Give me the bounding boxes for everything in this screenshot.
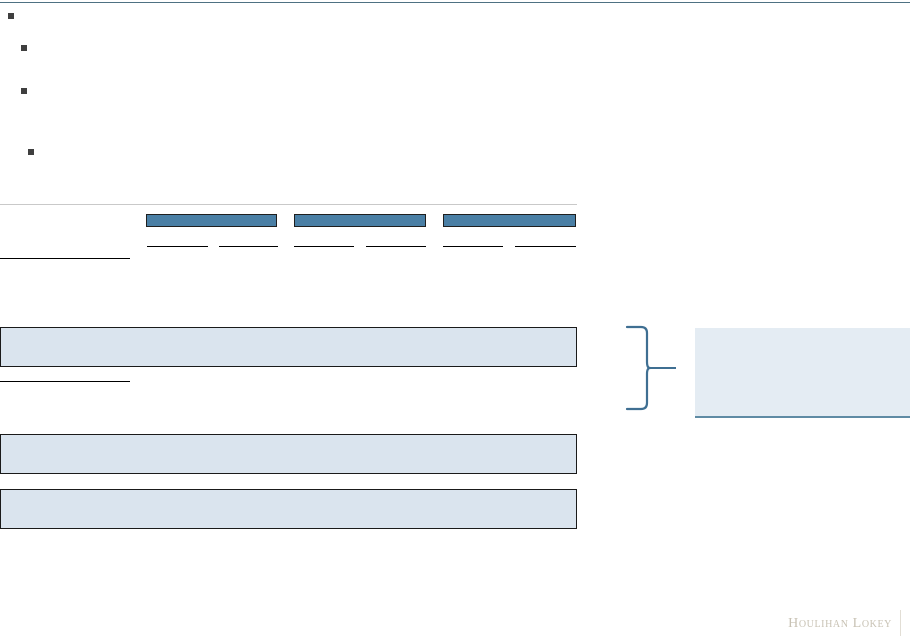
square-bullet-icon	[28, 149, 34, 155]
list-item	[21, 42, 35, 51]
square-bullet-icon	[8, 13, 14, 19]
table-column-group-header	[146, 214, 277, 227]
page-top-rule	[0, 2, 910, 3]
table-subcolumn-rule	[294, 246, 354, 247]
footer-divider	[900, 610, 901, 636]
table-subcolumn-rule	[443, 246, 503, 247]
table-column-group-header	[294, 214, 426, 227]
list-item	[28, 146, 42, 155]
square-bullet-icon	[21, 88, 27, 94]
table-row-rule	[0, 258, 130, 259]
table-subcolumn-rule	[515, 246, 576, 247]
callout-text	[1, 435, 576, 445]
list-item	[21, 85, 35, 94]
table-subcolumn-rule	[219, 246, 278, 247]
table-top-divider	[0, 204, 577, 205]
callout-box	[0, 327, 577, 367]
square-bullet-icon	[21, 45, 27, 51]
table-subcolumn-rule	[147, 246, 208, 247]
annotation-underline	[0, 381, 130, 382]
list-item	[8, 10, 22, 19]
callout-text	[1, 328, 576, 338]
brace-connector-line	[648, 367, 676, 369]
side-note-text	[695, 328, 910, 344]
side-note-panel	[695, 328, 910, 418]
houlihan-lokey-logo: Houlihan Lokey	[788, 616, 892, 631]
table-column-group-header	[443, 214, 576, 227]
callout-text	[1, 490, 576, 500]
callout-box	[0, 434, 577, 474]
callout-box	[0, 489, 577, 529]
table-subcolumn-rule	[366, 246, 426, 247]
